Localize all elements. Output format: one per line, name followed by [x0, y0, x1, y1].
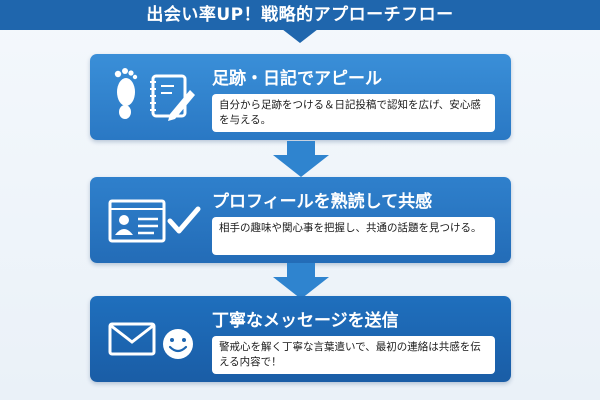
arrow-down-2: [273, 263, 329, 299]
arrow-down-1: [273, 141, 329, 177]
title-bar: [0, 0, 600, 30]
step-1-title: 足跡・日記でアピール: [212, 69, 382, 89]
diary-pencil-icon: [150, 74, 195, 121]
checkmark-icon: [167, 206, 201, 234]
step-2-box: プロフィールを熟読して共感 相手の趣味や関心事を把握し、共通の話題を見つける。: [90, 177, 511, 263]
profile-card-icon: [108, 199, 166, 243]
smiley-face-icon: [163, 329, 193, 359]
step-3-box: 丁寧なメッセージを送信 警戒心を解く丁寧な言葉遣いで、最初の連絡は共感を伝える内…: [90, 296, 511, 382]
step-2-icons: [106, 185, 202, 255]
step-2-title: プロフィールを熟読して共感: [212, 192, 433, 212]
title-banner: 出会い率UP！戦略的アプローチフロー: [0, 0, 600, 43]
step-1-box: 足跡・日記でアピール 自分から足跡をつける＆日記投稿で認知を広げ、安心感を与える…: [90, 54, 511, 140]
page-title: 出会い率UP！戦略的アプローチフロー: [146, 5, 454, 25]
title-notch: [282, 29, 318, 43]
step-3-icons: [106, 304, 202, 374]
step-3-title: 丁寧なメッセージを送信: [212, 311, 399, 331]
step-1-description: 自分から足跡をつける＆日記投稿で認知を広げ、安心感を与える。: [212, 94, 495, 132]
footprint-icon: [114, 68, 138, 119]
step-2-description: 相手の趣味や関心事を把握し、共通の話題を見つける。: [212, 217, 495, 255]
envelope-icon: [108, 322, 156, 356]
step-1-icons: [106, 62, 202, 132]
step-3-description: 警戒心を解く丁寧な言葉遣いで、最初の連絡は共感を伝える内容で！: [212, 336, 495, 374]
